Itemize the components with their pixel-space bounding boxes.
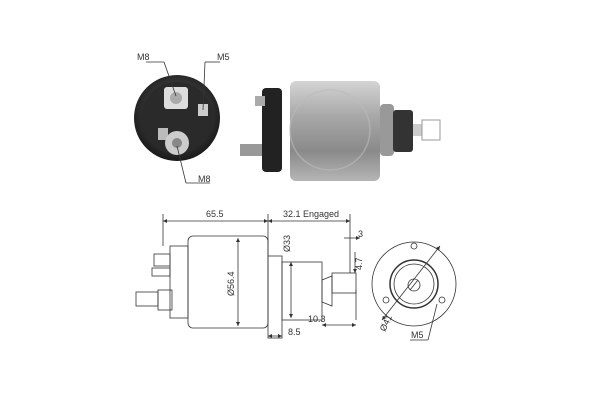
dim-body-diameter: Ø56.4 — [226, 271, 236, 296]
dim-stroke-engaged: 32.1 Engaged — [283, 209, 339, 219]
side-view-photo — [240, 81, 441, 181]
dim-nose-diameter: Ø33 — [282, 235, 292, 252]
label-thread-m5: M5 — [411, 330, 424, 340]
dim-flange-width: 8.5 — [288, 327, 301, 337]
label-m8-bottom: M8 — [198, 174, 211, 184]
front-view-drawing — [371, 241, 457, 341]
label-m8-top: M8 — [137, 52, 150, 62]
label-m5: M5 — [217, 52, 230, 62]
dim-plunger-length: 10.3 — [308, 314, 326, 324]
dim-body-length: 65.5 — [206, 209, 224, 219]
dim-slot-depth: 4.7 — [354, 257, 364, 270]
rear-view-photo — [134, 61, 220, 184]
dim-bolt-circle: Ø41 — [378, 313, 394, 333]
side-view-drawing — [135, 214, 360, 339]
dim-slot-width: 3 — [358, 229, 363, 239]
